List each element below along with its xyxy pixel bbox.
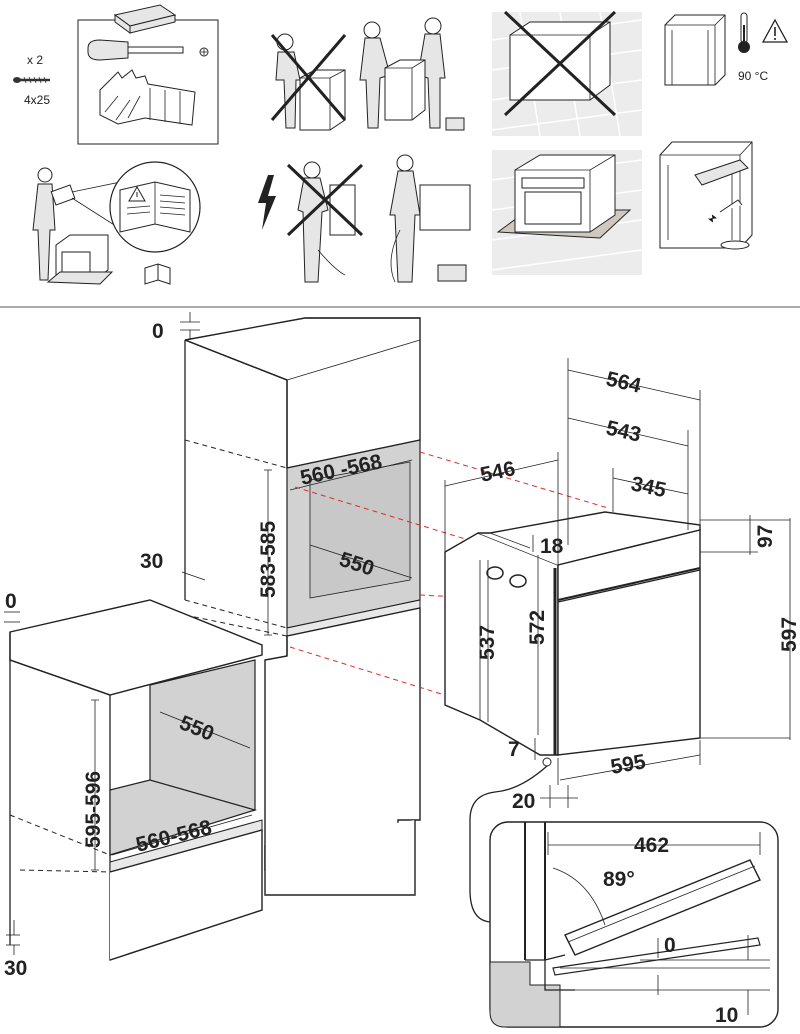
door-length: 462 [634, 834, 669, 857]
under-counter-bottom-offset: 30 [4, 957, 27, 980]
oven-depth-side: 546 [478, 457, 517, 487]
electrician-panel [258, 154, 471, 283]
door-detail: 462 89° 0 10 [489, 821, 779, 1028]
cabinet-cleaning-panel [659, 141, 753, 250]
untrained-person-wrong [286, 161, 364, 283]
door-opening-angle: 89° [603, 868, 635, 891]
single-person-lifting-wrong [270, 33, 347, 131]
under-counter-cabinet [9, 599, 263, 961]
oven-control-panel-height: 97 [754, 525, 777, 548]
small-oven-icon [46, 234, 114, 285]
screw-size: 4x25 [24, 93, 50, 107]
screw-quantity: x 2 [27, 53, 43, 67]
oven-front-width: 595 [609, 750, 648, 779]
column-side-offset: 30 [140, 550, 163, 573]
warning-triangle-icon [761, 18, 789, 43]
under-counter-niche-height: 595-596 [82, 771, 105, 848]
column-cabinet [184, 317, 421, 896]
oven-top-step: 18 [540, 535, 564, 558]
oven-depth-rear: 345 [629, 472, 668, 502]
door-gap-bottom: 10 [715, 1004, 738, 1027]
oven-dimensions: 564 543 546 345 18 97 597 537 572 595 [444, 358, 800, 923]
oven-depth-total: 564 [604, 367, 644, 397]
read-manual-panel [32, 161, 201, 285]
oven-on-floor-panel [491, 10, 643, 137]
cabinet-temperature-panel: 90 °C [664, 12, 789, 86]
oven-front [557, 529, 701, 756]
manual-book-icon [144, 263, 171, 285]
temperature-limit: 90 °C [738, 69, 768, 83]
oven-front-overhang: 20 [512, 790, 535, 813]
manual-page [119, 181, 191, 233]
built-in-oven [444, 511, 701, 756]
warning-triangle-icon [128, 185, 146, 202]
gloves-icon [99, 69, 196, 126]
oven-inner-height: 572 [526, 610, 549, 645]
column-niche-height: 583-585 [257, 521, 280, 598]
oven-depth-body: 543 [604, 416, 643, 446]
door-gap-top: 0 [664, 934, 676, 957]
tools-panel: x 2 4x25 [13, 4, 219, 145]
oven-front-gap: 7 [508, 738, 520, 761]
lifting-panel [270, 17, 465, 131]
lightning-icon [258, 175, 276, 230]
oven-on-pad-panel [491, 150, 643, 275]
screw-icon [13, 76, 50, 84]
screwdriver-icon [87, 39, 209, 61]
tools-frame [77, 19, 219, 145]
thermometer-icon [738, 12, 750, 53]
oven-body-height: 537 [476, 625, 499, 660]
qualified-electrician [389, 154, 471, 283]
two-person-lifting-right [359, 17, 465, 131]
column-top-gap: 0 [152, 320, 164, 343]
under-counter-top-gap: 0 [5, 590, 17, 613]
box-of-tools-icon [113, 4, 177, 34]
oven-front-height: 597 [778, 617, 800, 652]
